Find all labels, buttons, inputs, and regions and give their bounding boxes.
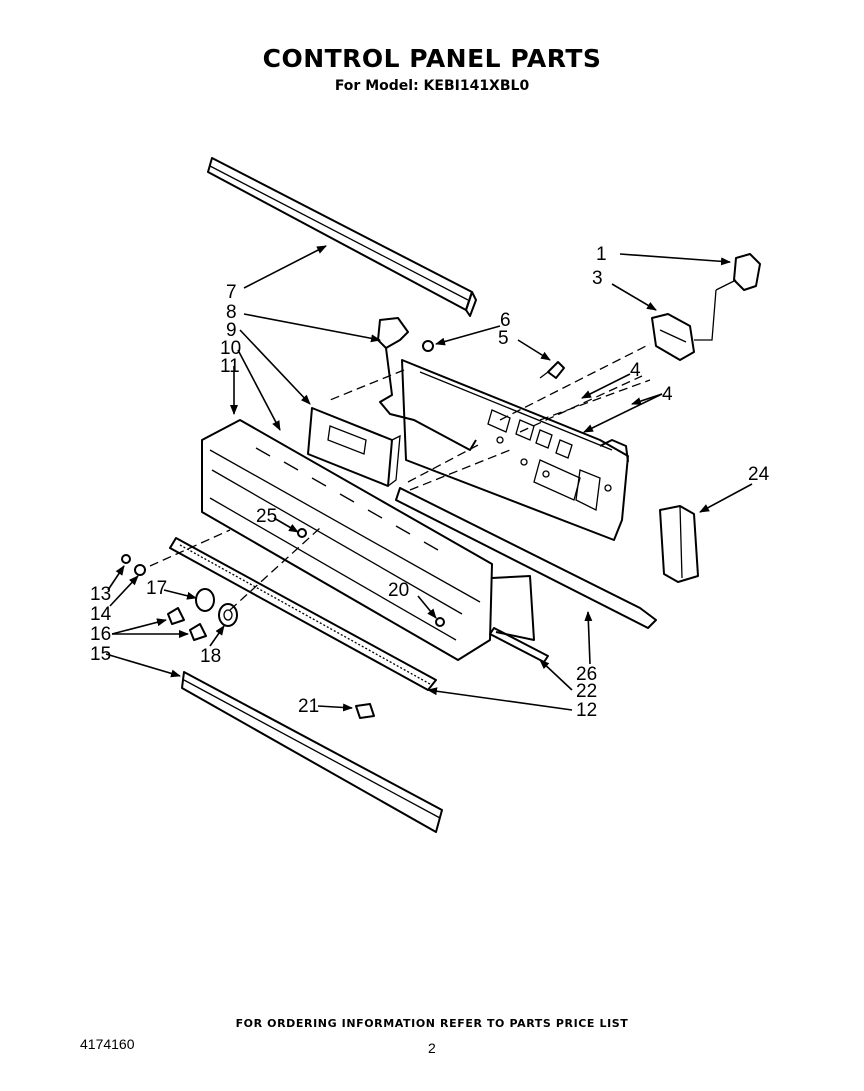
- callout-4b: 4: [662, 384, 673, 405]
- frame-slots: [255, 447, 439, 551]
- switch-assembly: [651, 253, 761, 361]
- side-bracket: [659, 505, 699, 583]
- callout-9: 9: [226, 320, 237, 341]
- callout-8: 8: [226, 302, 237, 323]
- callout-22: 22: [576, 681, 597, 702]
- top-trim-strip: [207, 157, 477, 317]
- callout-12: 12: [576, 700, 597, 721]
- callout-21: 21: [298, 696, 319, 717]
- electronic-control-module: [307, 407, 401, 487]
- callout-4: 4: [630, 360, 641, 381]
- callout-20: 20: [388, 580, 409, 601]
- callout-1: 1: [596, 244, 607, 265]
- model-subtitle: For Model: KEBI141XBL0: [334, 78, 530, 94]
- callout-7: 7: [226, 282, 237, 303]
- page-title: CONTROL PANEL PARTS: [262, 44, 602, 73]
- callout-26: 26: [576, 664, 597, 685]
- bottom-rails: [395, 487, 657, 663]
- callout-16: 16: [90, 624, 111, 645]
- callout-10: 10: [220, 338, 241, 359]
- lower-trim-strip: [181, 671, 443, 833]
- callout-6: 6: [500, 310, 511, 331]
- callout-17: 17: [146, 578, 167, 599]
- vent-grille-trim: [169, 537, 437, 691]
- callout-25: 25: [256, 506, 277, 527]
- callout-24: 24: [748, 464, 770, 485]
- control-mounting-bracket: [401, 359, 629, 541]
- callout-18: 18: [200, 646, 221, 667]
- ordering-note: FOR ORDERING INFORMATION REFER TO PARTS …: [235, 1017, 629, 1030]
- callout-11: 11: [220, 356, 240, 377]
- document-number: 4174160: [80, 1036, 135, 1052]
- control-panel-frame: [201, 419, 535, 661]
- callout-labels: 1 3 4 4 5 6 7 8 9 10 11 24 25 20 13 14 1…: [90, 244, 770, 721]
- callout-14: 14: [90, 604, 112, 625]
- callout-3: 3: [592, 268, 603, 289]
- page-number: 2: [428, 1040, 436, 1056]
- callout-5: 5: [498, 328, 509, 349]
- assembly-guides: [149, 343, 651, 611]
- callout-13: 13: [90, 584, 111, 605]
- leader-lines: [105, 245, 753, 712]
- callout-15: 15: [90, 644, 111, 665]
- clip-and-screw: [422, 340, 565, 379]
- small-hardware: [121, 528, 445, 719]
